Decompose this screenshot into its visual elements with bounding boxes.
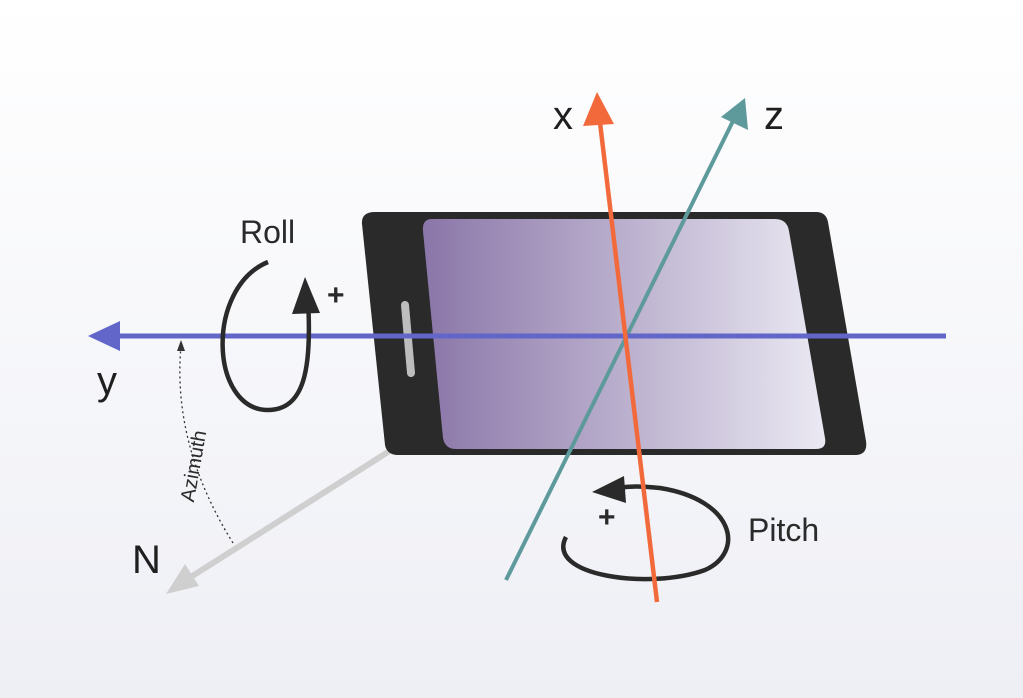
z-axis <box>504 98 748 581</box>
azimuth-arrowhead <box>177 340 185 351</box>
pitch-label: Pitch <box>748 512 820 548</box>
roll-sign-label: + <box>327 279 345 312</box>
roll-label: Roll <box>240 214 296 250</box>
y-axis-label: y <box>97 359 117 403</box>
north-arrow <box>166 449 391 594</box>
pitch-rotation-arrow <box>561 476 731 582</box>
x-axis-label: x <box>553 94 573 138</box>
x-axis <box>583 92 660 603</box>
y-axis <box>88 321 946 351</box>
pitch-sign-label: + <box>598 501 616 534</box>
roll-rotation-arrow <box>220 259 320 413</box>
z-axis-label: z <box>764 94 784 138</box>
north-label: N <box>132 538 161 582</box>
phone-speaker-slot <box>401 301 415 377</box>
